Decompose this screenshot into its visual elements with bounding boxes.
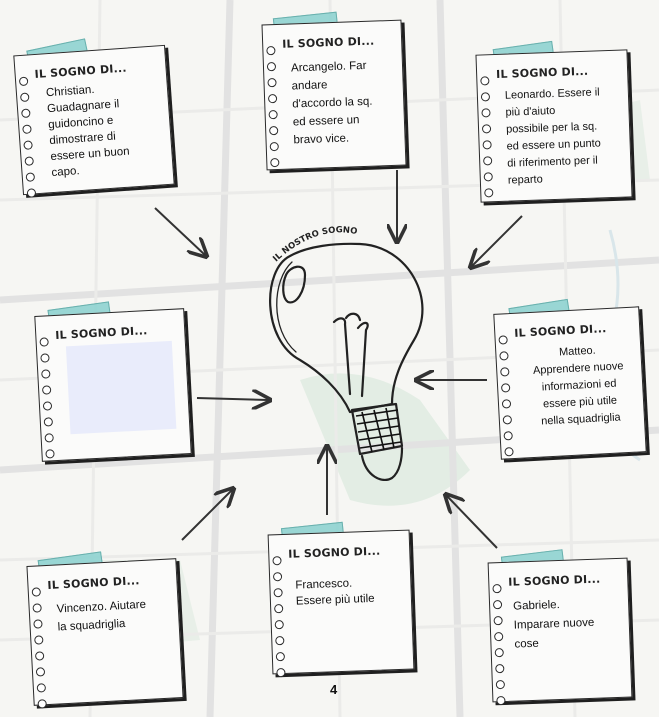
card-text: Christian. Guadagnare il guidoncino e di… (45, 83, 131, 180)
card-gabriele: IL SOGNO DI... Gabriele. Imparare nuove … (487, 549, 633, 706)
card-leonardo: IL SOGNO DI... Leonardo. Essere il più d… (475, 40, 633, 203)
arrow-christian (154, 207, 205, 255)
card-empty: IL SOGNO DI... (34, 301, 192, 462)
card-text: Leonardo. Essere il più d'aiuto possibil… (504, 86, 602, 187)
card-text: Arcangelo. Far andare d'accordo la sq. e… (290, 59, 373, 147)
arrow-vincenzo (181, 490, 232, 541)
card-christian: IL SOGNO DI... Christian. Guadagnare il … (13, 38, 175, 198)
card-text: Gabriele. Imparare nuove cose (512, 598, 595, 651)
card-text: Vincenzo. Aiutare la squadriglia (56, 598, 147, 634)
page-number: 4 (330, 682, 338, 697)
arrow-gabriele (447, 496, 498, 549)
card-francesco: IL SOGNO DI... Francesco. Essere più uti… (267, 521, 415, 678)
card-vincenzo: IL SOGNO DI... Vincenzo. Aiutare la squa… (26, 551, 184, 709)
card-matteo: IL SOGNO DI... Matteo. Apprendere nuove … (493, 298, 647, 460)
blank-placeholder (65, 340, 177, 435)
card-arcangelo: IL SOGNO DI... Arcangelo. Far andare d'a… (261, 11, 407, 171)
card-text: Matteo. Apprendere nuove informazioni ed… (532, 344, 624, 428)
arrow-leonardo (472, 215, 523, 266)
card-text: Francesco. Essere più utile (295, 577, 375, 608)
arrow-empty (196, 398, 268, 400)
